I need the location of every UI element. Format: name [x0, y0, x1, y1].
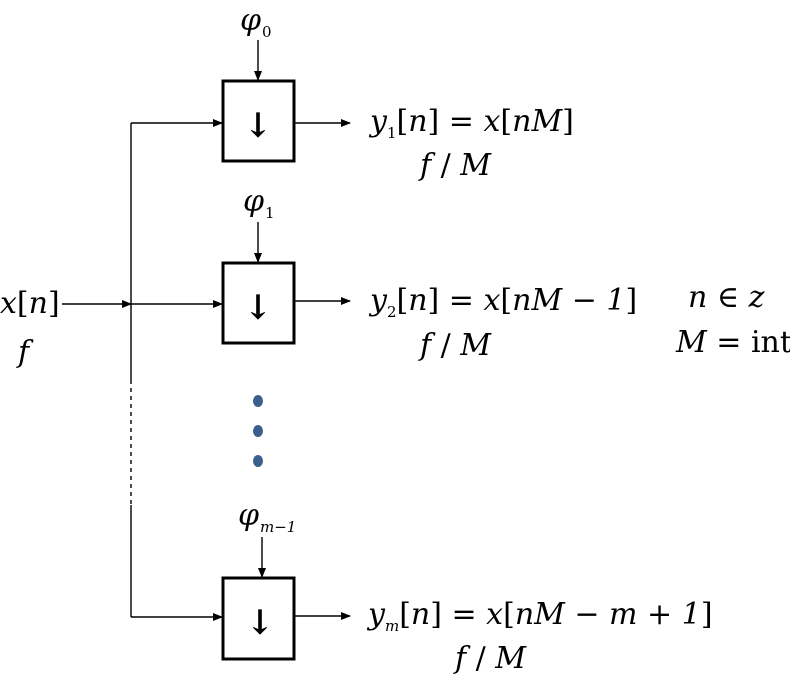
- branch-1: φ1 ↓ y2[n] = x[nM − 1] f / M: [131, 184, 637, 363]
- input-signal-label: x[n]: [0, 286, 60, 321]
- ellipsis-dot: [253, 425, 263, 437]
- input-rate-label: f: [16, 335, 34, 370]
- downsampler-block-1: [221, 261, 296, 345]
- downsample-arrow-icon-m-1: ↓: [246, 603, 275, 643]
- output-rate-m-1: f / M: [453, 641, 527, 676]
- note-n-in-z: n ∈ z: [688, 280, 765, 315]
- branch-m-1: φm−1 ↓ ym[n] = x[nM − m + 1] f / M: [131, 498, 713, 676]
- phase-label-m-1: φm−1: [238, 498, 296, 536]
- downsampler-block-0: [221, 79, 296, 163]
- downsample-arrow-icon-0: ↓: [244, 106, 273, 146]
- output-equation-0: y1[n] = x[nM]: [368, 104, 574, 142]
- output-rate-1: f / M: [418, 328, 492, 363]
- phase-label-0: φ0: [240, 3, 272, 41]
- downsampler-block-m-1: [221, 576, 296, 661]
- output-rate-0: f / M: [418, 148, 492, 183]
- phase-label-1: φ1: [243, 184, 275, 222]
- output-equation-m-1: ym[n] = x[nM − m + 1]: [366, 597, 713, 635]
- downsample-arrow-icon-1: ↓: [244, 288, 273, 328]
- vertical-ellipsis-icon: [253, 395, 263, 467]
- note-m-integer: M = int.: [675, 325, 790, 360]
- branch-0: φ0 ↓ y1[n] = x[nM] f / M: [131, 3, 574, 183]
- output-equation-1: y2[n] = x[nM − 1]: [368, 283, 637, 321]
- ellipsis-dot: [253, 455, 263, 467]
- ellipsis-dot: [253, 395, 263, 407]
